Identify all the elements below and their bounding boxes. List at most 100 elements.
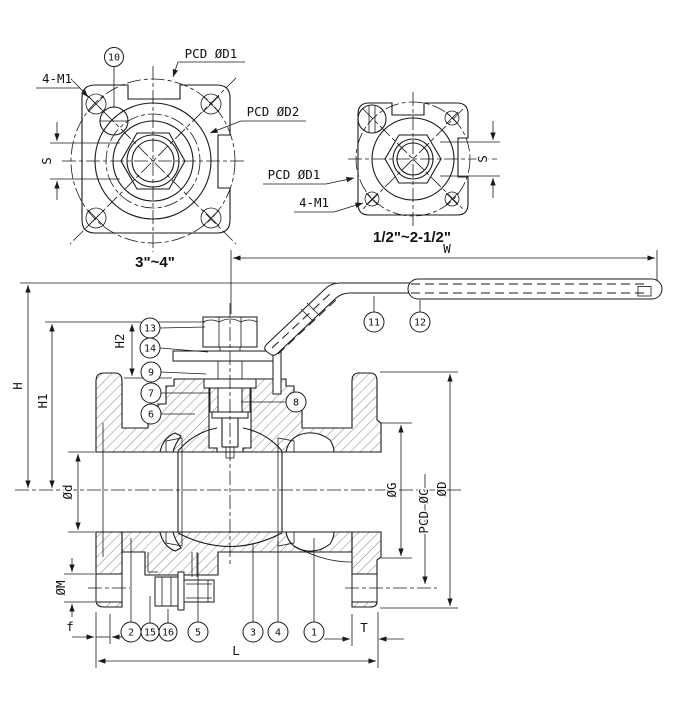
balloon-11: 11 [363,296,385,333]
body-circle [371,117,455,201]
pcd-d1-top-text: PCD ØD1 [185,46,238,61]
balloon-2: 2 [120,538,142,643]
4m1-right-text: 4-M1 [299,195,329,210]
grip-tick-2 [306,302,320,316]
right-flange-bottom-strip [351,601,378,608]
dim-pcdc-label: PCD ØC [416,488,431,533]
label-pcd-d1-right: PCD ØD1 [263,166,355,185]
balloon-8-number: 8 [293,398,299,409]
body-bolt [154,571,215,611]
body-lower-section [121,531,353,576]
label-4m1-left: 4-M1 [36,70,89,98]
balloon-5: 5 [187,553,209,643]
balloon-12: 12 [409,300,431,333]
pcd-d2-text: PCD ØD2 [247,104,300,119]
balloon-10-number: 10 [108,53,120,64]
balloon-3-number: 3 [250,628,256,639]
balloon-15: 15 [140,596,160,642]
neck-circle [112,120,194,202]
balloon-11-number: 11 [368,318,380,329]
dim-f-label: f [66,619,74,634]
view-caption-large: 3"~4" [135,254,175,271]
flange-outline [357,102,469,216]
balloon-2-number: 2 [128,628,134,639]
body-circle [94,102,212,220]
dim-s-right-label: S [475,155,490,163]
handle-stop-tab [272,348,282,395]
bore-circle-outer [392,138,434,180]
balloon-4-number: 4 [275,628,281,639]
balloons: 13 14 9 7 6 [120,296,431,643]
dim-h2-label: H2 [112,333,127,348]
dim-od-label: ØD [434,481,449,496]
bore-circle-inner [131,139,175,183]
stop-washer [172,350,274,362]
dim-l-label: L [232,643,240,658]
balloon-14-number: 14 [144,344,156,355]
stem-hex [384,134,442,184]
balloon-6: 6 [140,403,195,425]
balloon-15-number: 15 [144,628,156,639]
bolt-shank [183,579,215,603]
dim-s-right: S [440,121,500,198]
balloon-13-number: 13 [144,324,156,335]
balloon-13: 13 [139,317,206,339]
label-pcd-d2: PCD ØD2 [209,103,306,134]
handle [264,278,663,356]
bore-circle-inner [396,142,430,176]
cavity-curve [293,545,353,563]
bolt-washer [177,571,185,611]
balloon-10: 10 [104,47,124,108]
locating-pin [357,104,387,134]
dim-h1-label: H1 [35,393,50,408]
balloon-14: 14 [139,337,209,359]
balloon-5-number: 5 [195,628,201,639]
pcd-d1-right-text: PCD ØD1 [268,167,321,182]
label-pcd-d1-top: PCD ØD1 [172,45,245,78]
front-view-large-flange: S PCD ØD1 4-M1 PCD ØD2 10 3"~4" [36,45,306,271]
stem-hex [120,132,186,190]
view-caption-small: 1/2"~2-1/2" [373,229,451,246]
bolt-head [154,576,179,607]
packing-left [209,387,219,413]
balloon-4: 4 [267,541,289,643]
pcd-d2-circle [105,113,201,209]
dim-m-label: ØM [53,580,68,595]
dim-t-label: T [360,620,368,635]
balloon-7: 7 [140,382,210,404]
dim-g-label: ØG [384,482,399,497]
balloon-16-number: 16 [162,628,174,639]
right-flange-lower [351,531,382,575]
balloon-6-number: 6 [148,410,154,421]
pcd-d1-circle [70,78,236,244]
rod-end [637,286,652,297]
balloon-3: 3 [242,544,264,643]
handle-sleeve [407,278,663,300]
balloon-16: 16 [158,609,178,642]
joint-faces [191,552,198,577]
centerline-diagonal-1 [69,77,237,245]
balloon-9: 9 [140,361,207,383]
dim-s-left-label: S [39,157,54,165]
seat-rings [165,437,295,547]
balloon-9-number: 9 [148,368,154,379]
dim-s-left: S [38,122,120,200]
4m1-left-text: 4-M1 [42,71,72,86]
body-cap-joint-lower [147,552,158,573]
packing-right [241,387,251,413]
bore-circle-outer [126,134,180,188]
balloon-1: 1 [303,538,325,643]
left-flange-lower [95,531,123,575]
balloon-12-number: 12 [414,318,426,329]
dim-w-label: W [443,241,451,256]
bolt-holes [85,93,222,229]
section-view: W H H1 H2 Ød ØM [9,240,663,668]
balloon-1-number: 1 [311,628,317,639]
dimensions: W H H1 H2 Ød ØM [9,240,658,668]
front-view-small-flange: S PCD ØD1 4-M1 1/2"~2-1/2" [263,92,500,246]
dim-bore-label: Ød [60,484,75,499]
pcd-d1-circle [355,101,471,217]
bolt-holes [364,110,460,207]
